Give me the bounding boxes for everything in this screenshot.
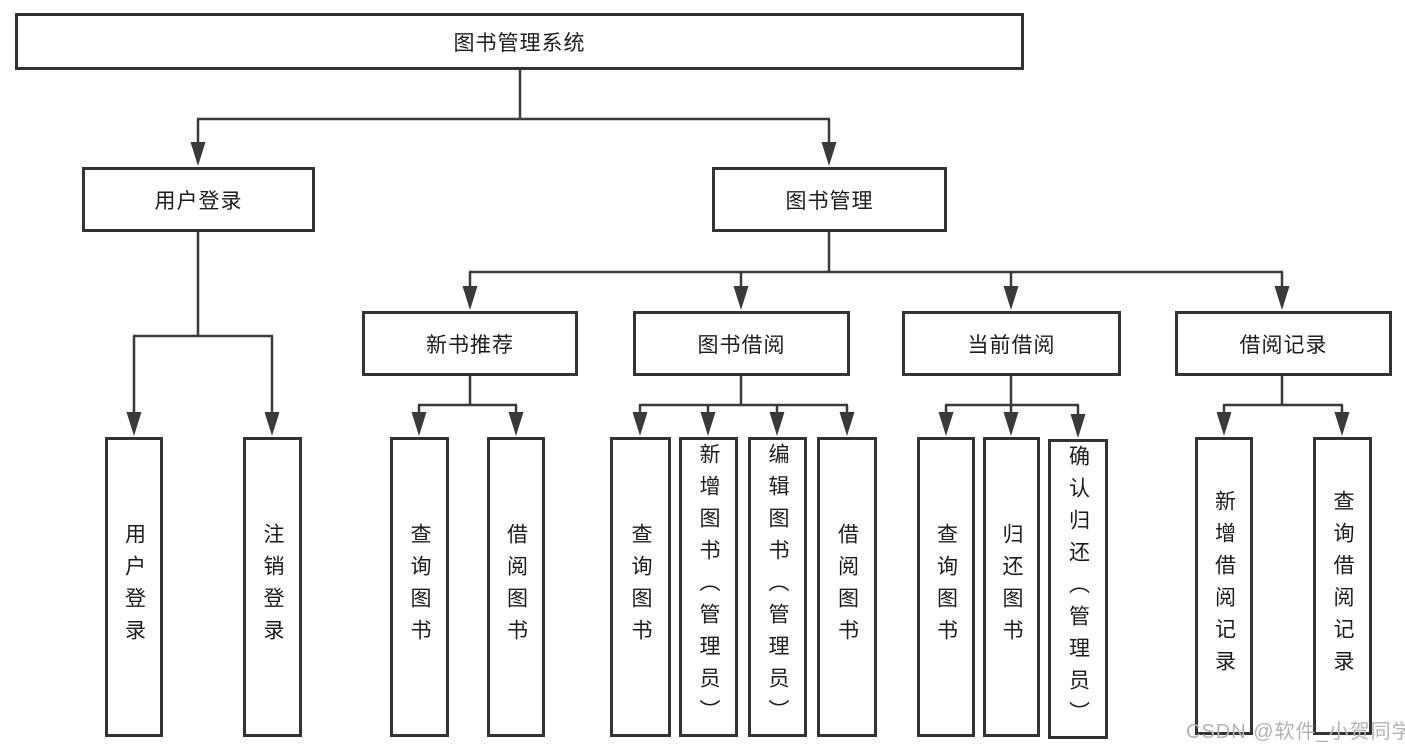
leaf-label: 查询图书 [934,523,958,651]
node-leaf-user-login: 用户登录 [105,437,163,737]
node-system-root: 图书管理系统 [15,13,1024,70]
node-leaf-query-borrow-record: 查询借阅记录 [1313,437,1372,735]
node-leaf-add-borrow-record: 新增借阅记录 [1195,437,1253,735]
node-leaf-return-books: 归还图书 [983,437,1040,737]
leaf-label: 归还图书 [1000,523,1023,651]
node-leaf-query-books: 查询图书 [917,437,975,737]
node-book-borrowing: 图书借阅 [633,311,850,376]
leaf-label: 借阅图书 [835,523,859,651]
node-new-book-recommend: 新书推荐 [362,311,578,376]
leaf-label: 查询图书 [408,523,431,651]
leaf-label: 借阅图书 [504,523,528,651]
node-leaf-add-books-admin: 新增图书（管理员） [679,437,738,737]
arrowheads [126,142,1350,438]
csdn-watermark: CSDN @软件_小贺同学 [1186,721,1405,743]
node-current-borrowing: 当前借阅 [902,311,1121,376]
leaf-label: 查询图书 [629,523,652,651]
leaf-label: 用户登录 [122,523,146,651]
leaf-label: 新增图书（管理员） [697,443,720,731]
node-leaf-logout: 注销登录 [243,437,302,737]
node-leaf-borrow-books: 借阅图书 [487,437,545,737]
leaf-label: 注销登录 [261,523,284,651]
leaf-label: 编辑图书（管理员） [766,443,789,731]
node-leaf-edit-books-admin: 编辑图书（管理员） [748,437,807,737]
leaf-label: 查询借阅记录 [1331,490,1354,682]
node-leaf-borrow-books: 借阅图书 [817,437,877,737]
node-book-management-module: 图书管理 [712,167,947,232]
node-user-login-module: 用户登录 [82,167,315,232]
node-borrowing-records: 借阅记录 [1175,311,1392,376]
node-leaf-query-books: 查询图书 [610,437,671,737]
node-leaf-query-books: 查询图书 [390,437,449,737]
node-leaf-confirm-return-admin: 确认归还（管理员） [1048,439,1108,739]
leaf-label: 新增借阅记录 [1212,490,1236,682]
leaf-label: 确认归还（管理员） [1066,445,1090,733]
